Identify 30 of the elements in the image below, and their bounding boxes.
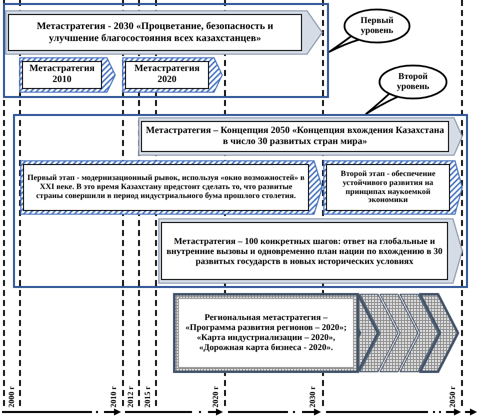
stage-text: Второй этап - обеспечение устойчивого развития на принципах наукоемкой экономики xyxy=(326,164,450,211)
level-frame xyxy=(13,114,468,288)
year-label: 2030 г xyxy=(309,386,317,408)
hatched-arrow-banner xyxy=(19,57,116,93)
callout-pointer xyxy=(328,35,360,53)
arrow-banner xyxy=(5,10,323,55)
strategy-text: Метастратегия – Концепция 2050 «Концепция вхождения Казахстана в число 30 развитых стран мира» xyxy=(141,121,449,152)
level-frame xyxy=(3,3,329,98)
strategy-text: Метастратегия – 100 конкретных шагов: ответ на глобальные и внутренние вызовы и одновременно план нации по вхождению в 30 развитых государств в новых исторических условиях xyxy=(161,222,448,280)
hatched-arrow-banner xyxy=(20,160,323,215)
year-label: 2010 г xyxy=(110,386,118,408)
program-text: Региональная метастратегия – «Программа развития регионов – 2020»; «Карта индустриализации – 2020», «Дорожная карта бизнеса - 2020». xyxy=(178,298,354,368)
speech-bubble xyxy=(343,8,411,44)
hatched-arrow-banner xyxy=(323,160,463,215)
arrow-banner xyxy=(158,218,463,284)
bubble-text: Первый уровень xyxy=(359,16,395,36)
year-label: 2020 г xyxy=(212,386,220,408)
bubble-text: Второй уровень xyxy=(396,72,430,92)
year-label: 2012 г xyxy=(127,386,135,408)
strategy-text: Метастратегия 2010 xyxy=(22,61,102,89)
arrow-banner xyxy=(138,117,463,156)
year-label: 2015 г xyxy=(144,386,152,408)
chevron-banner xyxy=(173,293,461,373)
year-label: 2000 г xyxy=(8,386,16,408)
strategy-text: Метастратегия - 2030 «Процветание, безопасность и улучшение благосостояния всех казахстанцев» xyxy=(8,14,302,51)
stage-text: Первый этап - модернизационный рывок, используя «окно возможностей» в XXI веке. В это время Казахстану предстоит сделать то, что развитые страны совершили в период индустриального бума прошлого столетия. xyxy=(23,164,309,211)
callout-pointer xyxy=(365,92,399,115)
year-label: 2050 г xyxy=(449,386,457,408)
hatched-arrow-banner xyxy=(122,57,223,93)
strategy-text: Метастратегия 2020 xyxy=(125,61,209,89)
